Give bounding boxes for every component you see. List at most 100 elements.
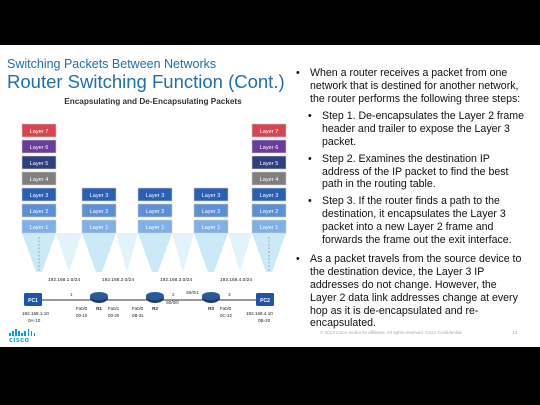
- r3-layer-block: [193, 187, 229, 202]
- r2-layer-label: Layer 1: [146, 225, 165, 231]
- pc1-layer-label: Layer 2: [30, 209, 49, 215]
- r1-label: R1: [96, 306, 102, 311]
- r1-mac2: 00-20: [108, 313, 120, 318]
- cisco-logo: cisco: [9, 329, 36, 344]
- funnel-3: [194, 233, 228, 272]
- pc2-layer-block: [251, 171, 287, 186]
- pc1-layer-label: Layer 1: [30, 225, 49, 231]
- pc2-layer-block: [251, 203, 287, 218]
- pc2-layer-label: Layer 6: [260, 145, 279, 151]
- r3-layer-label: Layer 2: [202, 209, 221, 215]
- pc1-layer-block: [21, 203, 57, 218]
- pc1-layer-block: [21, 139, 57, 154]
- network-label: 192.168.1.0/24: [48, 277, 80, 283]
- r2-label: R2: [152, 306, 158, 311]
- pc2-layer-block: [251, 155, 287, 170]
- pc2-ip: 192.168.4.10: [246, 311, 273, 316]
- network-label: 192.168.2.0/24: [102, 277, 134, 283]
- link-number: 3: [228, 292, 231, 297]
- pc1-layer-label: Layer 3: [30, 193, 49, 199]
- step-1: • Step 1. De-encapsulates the Layer 2 fr…: [308, 110, 524, 148]
- r3-mac2: 0C-22: [220, 313, 233, 318]
- r1-layer-label: Layer 1: [90, 225, 109, 231]
- r2-layer-block: [137, 187, 173, 202]
- network-label: 192.168.3.0/24: [160, 277, 192, 283]
- r1-iface: Fa0/0: [76, 306, 88, 311]
- pc1-layer-label: Layer 4: [30, 177, 49, 183]
- bullet-icon: •: [296, 253, 300, 266]
- r3-layer-block: [193, 203, 229, 218]
- link-cone-4: [228, 233, 252, 272]
- pc2-layer-label: Layer 1: [260, 225, 279, 231]
- pc2-layer-block: [251, 139, 287, 154]
- cisco-bars-icon: [9, 329, 36, 336]
- r1-layer-block: [81, 187, 117, 202]
- r2-layer-label: Layer 2: [146, 209, 165, 215]
- slide-subtitle: Switching Packets Between Networks: [7, 57, 217, 71]
- r2-iface: Fa0/0: [132, 306, 144, 311]
- r1-iface2: Fa0/1: [108, 306, 120, 311]
- r1-layer-label: Layer 2: [90, 209, 109, 215]
- pc2-layer-label: Layer 2: [260, 209, 279, 215]
- pc2-layer-block: [251, 187, 287, 202]
- bullet-icon: •: [296, 67, 300, 79]
- link-number: 2: [172, 292, 175, 297]
- r3-icon-top: [202, 292, 220, 300]
- r3-iface: S0/0/1: [186, 290, 199, 295]
- link-cone-1: [56, 233, 82, 272]
- funnel-1: [82, 233, 116, 272]
- bullet-icon: •: [308, 195, 312, 208]
- copyright-footer: © 2013 Cisco and/or its affiliates. All …: [320, 330, 462, 335]
- bullet-icon: •: [308, 110, 312, 123]
- pc1-layer-label: Layer 5: [30, 161, 49, 167]
- pc1-ip: 192.168.1.10: [22, 311, 49, 316]
- step-2: • Step 2. Examines the destination IP ad…: [308, 152, 509, 191]
- r1-layer-block: [81, 203, 117, 218]
- r3-layer-label: Layer 3: [202, 193, 221, 199]
- pc2-layer-block: [251, 123, 287, 138]
- r1-layer-label: Layer 3: [90, 193, 109, 199]
- pc2-icon: [256, 293, 274, 306]
- pc1-icon: [24, 293, 42, 306]
- pc1-mac: 0A-10: [28, 318, 41, 323]
- link-cone-2: [116, 233, 138, 272]
- pc1-layer-block: [21, 123, 57, 138]
- r3-layer-label: Layer 1: [202, 225, 221, 231]
- pc2-layer-label: Layer 7: [260, 129, 279, 135]
- page-number: 13: [512, 330, 518, 335]
- pc2-layer-label: Layer 3: [260, 193, 279, 199]
- step-3: • Step 3. If the router finds a path to …: [308, 195, 512, 246]
- r3-iface2: Fa0/0: [220, 306, 232, 311]
- bullet-packet-travels: • As a packet travels from the source de…: [296, 253, 522, 330]
- r2-iface2: S0/0/0: [166, 300, 179, 305]
- r2-icon-top: [146, 292, 164, 300]
- r1-icon-top: [90, 292, 108, 300]
- pc2-layer-label: Layer 4: [260, 177, 279, 183]
- content-text: • When a router receives a packet from o…: [296, 67, 524, 330]
- pc1-layer-block: [21, 155, 57, 170]
- slide: Switching Packets Between Networks Route…: [0, 45, 540, 347]
- r1-mac: 00-10: [76, 313, 88, 318]
- bullet-router-receives: • When a router receives a packet from o…: [296, 67, 521, 105]
- pc1-layer-label: Layer 7: [30, 129, 49, 135]
- diagram-title: Encapsulating and De-Encapsulating Packe…: [64, 97, 242, 106]
- r2-layer-label: Layer 3: [146, 193, 165, 199]
- cisco-wordmark: cisco: [9, 337, 30, 344]
- pc2-mac: 0B-20: [258, 318, 271, 323]
- pc1-layer-block: [21, 187, 57, 202]
- r3-label: R3: [208, 306, 214, 311]
- pc2-layer-label: Layer 5: [260, 161, 279, 167]
- bullet-icon: •: [308, 152, 312, 165]
- pc1-label: PC1: [28, 298, 38, 304]
- funnel-2: [138, 233, 172, 272]
- pc1-layer-block: [21, 171, 57, 186]
- pc2-label: PC2: [260, 298, 270, 304]
- link-cone-3: [172, 233, 194, 272]
- pc1-layer-label: Layer 6: [30, 145, 49, 151]
- network-label: 192.168.4.0/24: [220, 277, 252, 283]
- r2-mac: 0B-31: [132, 313, 144, 318]
- r2-layer-block: [137, 203, 173, 218]
- slide-title: Router Switching Function (Cont.): [7, 71, 285, 92]
- link-number: 1: [70, 292, 73, 297]
- encapsulation-diagram: Encapsulating and De-Encapsulating Packe…: [14, 94, 292, 336]
